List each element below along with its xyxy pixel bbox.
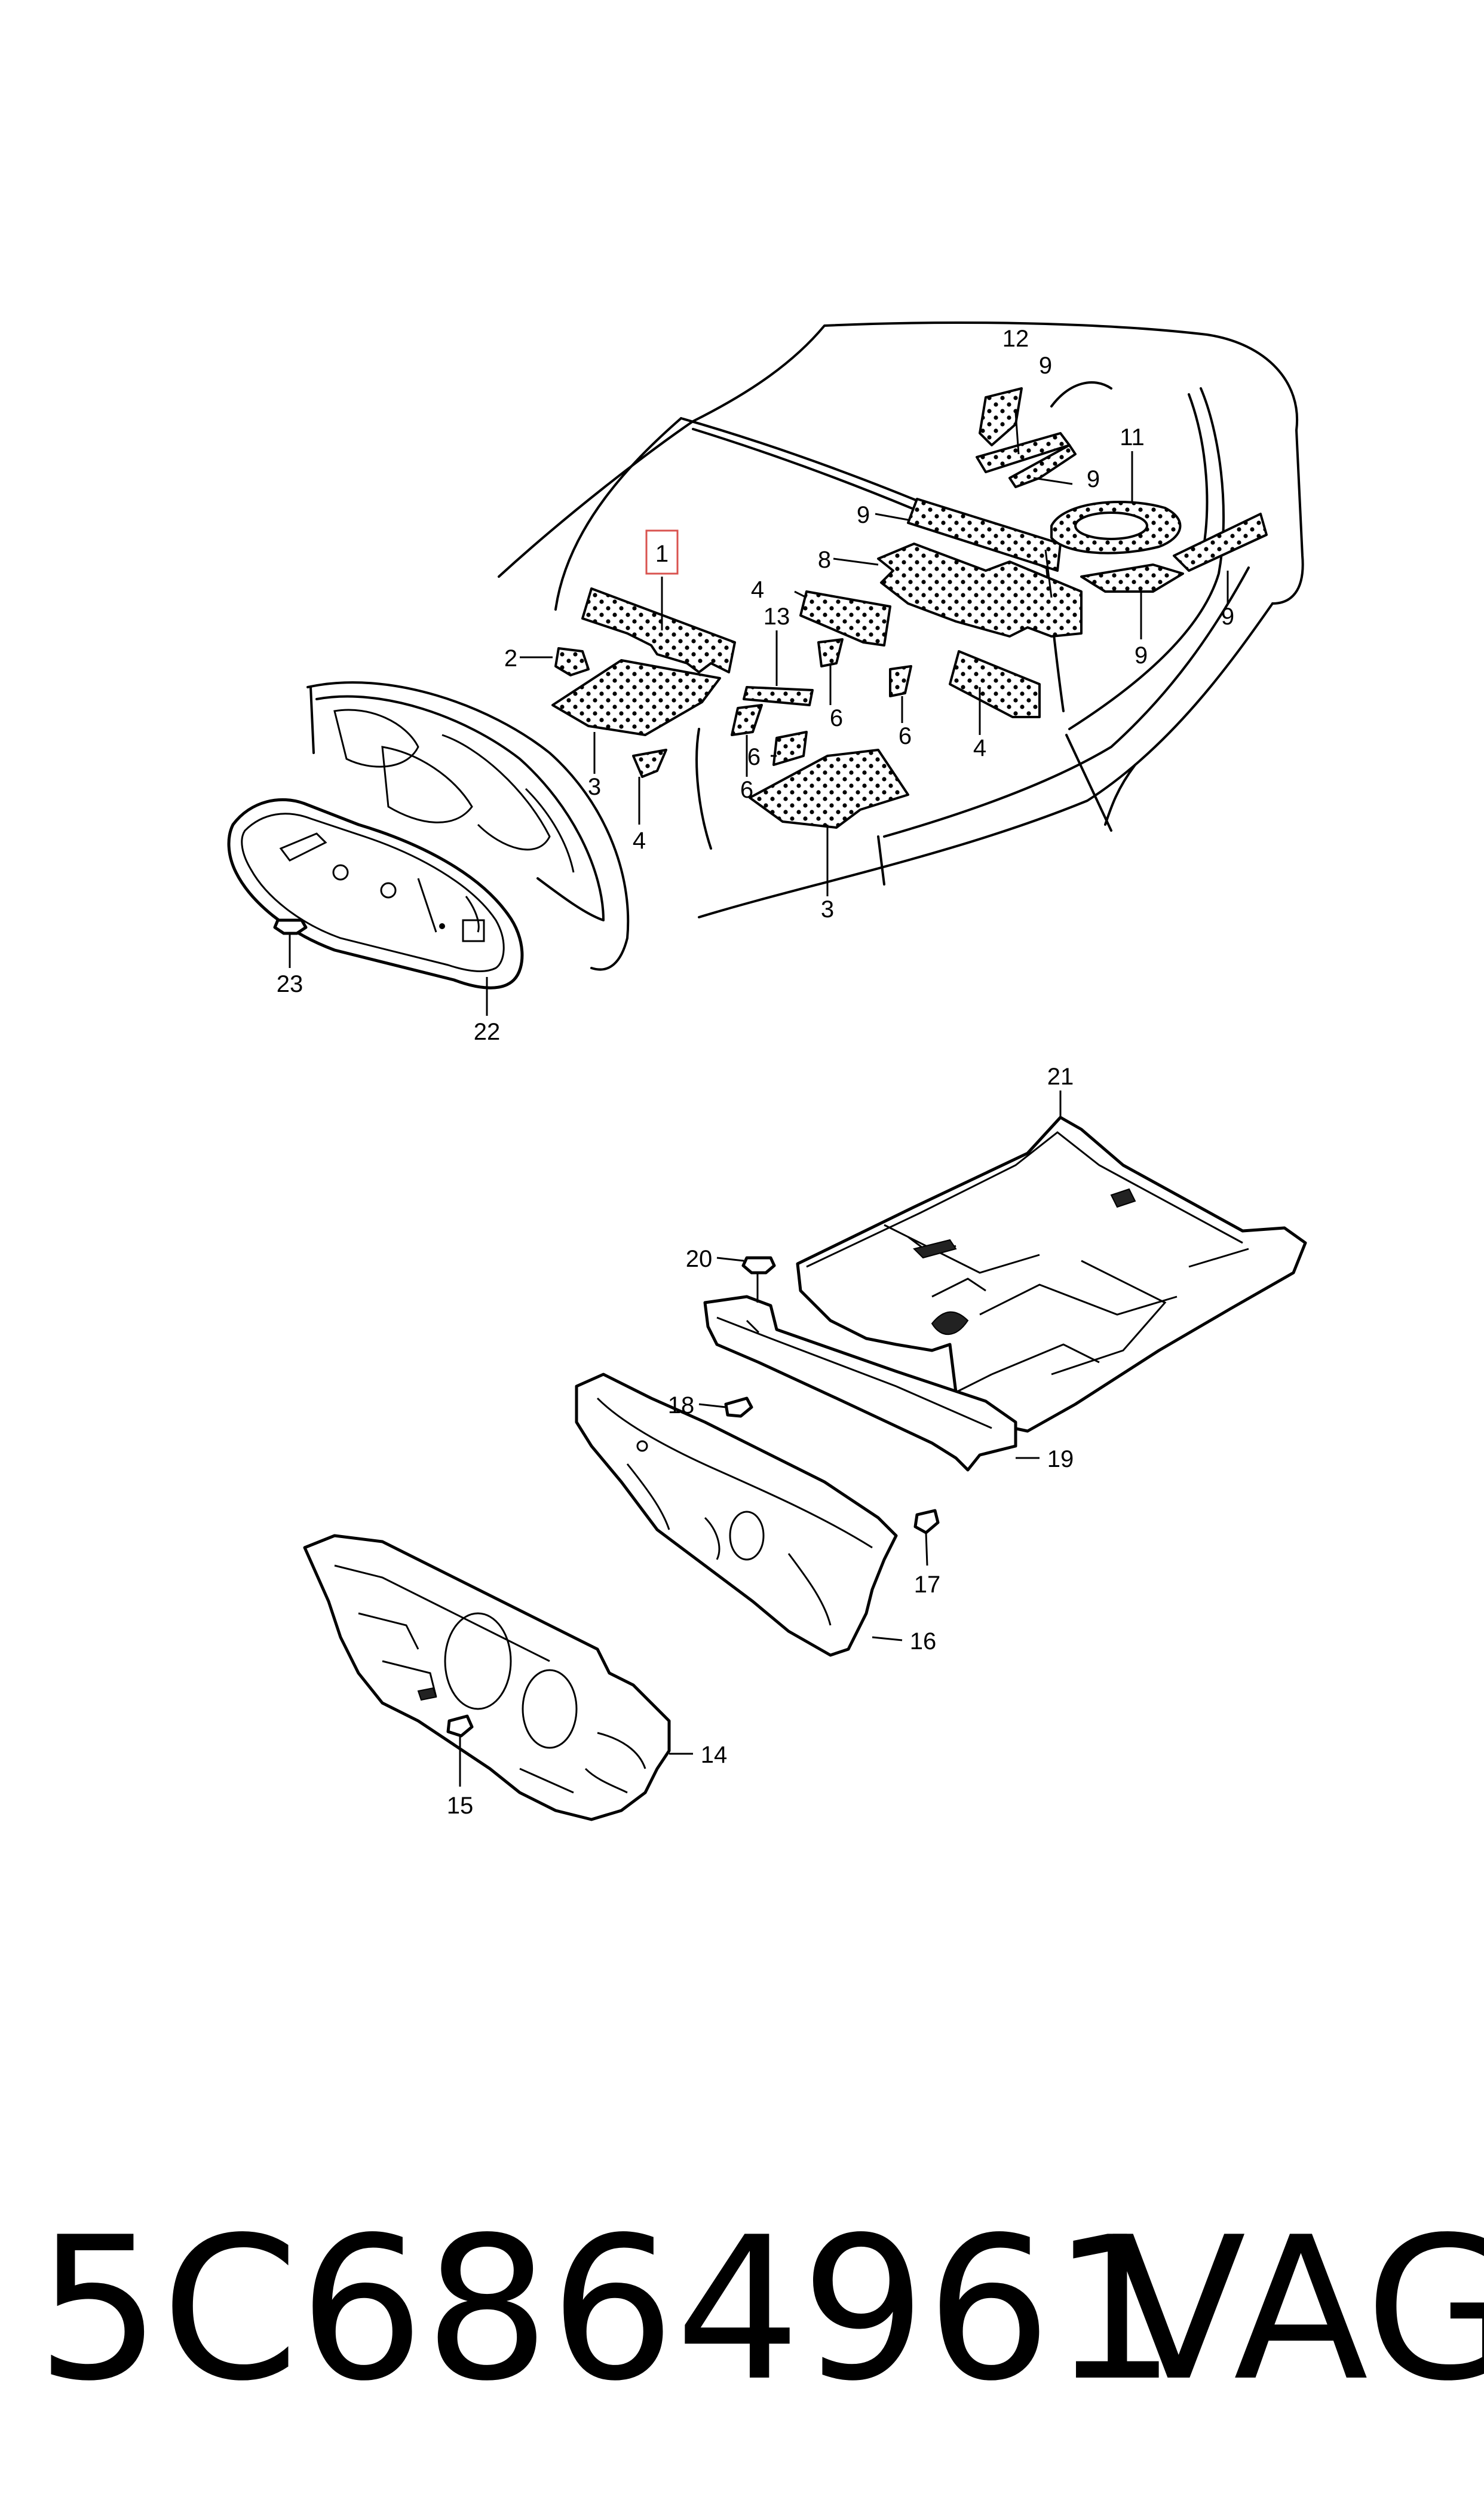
dash-insulator-16: [575, 1373, 898, 1657]
callout-21: 21: [1047, 1064, 1074, 1090]
carpet-21: [796, 1116, 1307, 1433]
clip-17: [913, 1509, 940, 1566]
callout-22: 22: [474, 1019, 501, 1045]
callout-11: 11: [1120, 424, 1145, 451]
callouts: 1 2 3 4 13 4 6 6 6 6 4 3 8 9 12 9 9 11 9…: [277, 326, 1234, 1819]
callout-6d: 6: [899, 723, 912, 749]
mat-13: [743, 686, 814, 706]
part-number: 5C6864961: [36, 2195, 1178, 2424]
callout-19: 19: [1047, 1446, 1074, 1472]
callout-23: 23: [277, 971, 303, 997]
insulation-mats: [551, 387, 1268, 829]
callout-17: 17: [914, 1572, 941, 1598]
callout-9e: 9: [1221, 604, 1234, 630]
callout-1: 1: [655, 541, 669, 567]
callout-4c: 4: [973, 735, 986, 761]
callout-6c: 6: [747, 744, 761, 770]
mat-8: [877, 543, 1083, 638]
clip-23: [273, 918, 308, 968]
callout-18: 18: [668, 1392, 695, 1419]
leader-lines: [486, 412, 1229, 1641]
callout-6b: 6: [740, 777, 753, 803]
mat-4-small: [632, 749, 667, 778]
callout-3b: 3: [821, 896, 834, 923]
engine-hood: [306, 681, 630, 971]
callout-14: 14: [701, 1742, 728, 1768]
hood-insulator-22: [227, 798, 524, 990]
mat-3-upper: [551, 659, 721, 736]
clip-15: [446, 1714, 474, 1787]
mat-9-right: [1173, 513, 1268, 572]
mat-4-mid: [799, 590, 891, 647]
mat-12: [979, 387, 1023, 446]
mat-4-right: [949, 650, 1041, 718]
callout-8: 8: [818, 547, 831, 573]
callout-9a: 9: [857, 502, 870, 528]
mat-9-band: [907, 498, 1062, 572]
callout-20: 20: [686, 1246, 713, 1272]
callout-9b: 9: [1039, 353, 1052, 379]
brand-label: VAG: [1111, 2195, 1484, 2424]
mat-2: [554, 647, 590, 676]
mat-6a: [817, 638, 844, 667]
mat-9-mid: [1008, 444, 1077, 488]
mat-6d: [889, 665, 912, 697]
parts-diagram: 1 2 3 4 13 4 6 6 6 6 4 3 8 9 12 9 9 11 9…: [227, 321, 1307, 1821]
callout-3a: 3: [588, 774, 601, 800]
mat-6b: [731, 704, 763, 736]
bulkhead-insulator-14: [303, 1534, 693, 1821]
callout-2: 2: [504, 645, 517, 672]
callout-15: 15: [447, 1793, 474, 1819]
member-19: [703, 1295, 1017, 1472]
callout-13: 13: [764, 604, 790, 630]
callout-9c: 9: [1087, 466, 1100, 492]
callout-4b: 4: [751, 577, 764, 603]
callout-9d: 9: [1135, 642, 1148, 669]
mat-1: [581, 587, 736, 673]
clip-18: [698, 1396, 753, 1418]
callout-12: 12: [1002, 326, 1029, 352]
mat-6c: [772, 731, 808, 766]
mat-3-lower: [749, 749, 909, 829]
callout-16: 16: [910, 1628, 937, 1655]
car-body-outline: [498, 321, 1304, 918]
callout-4a: 4: [633, 828, 646, 854]
clip-20: [716, 1256, 776, 1303]
callout-1-highlight: [645, 529, 679, 575]
callout-6a: 6: [830, 705, 843, 731]
mat-9-lower: [1080, 563, 1184, 593]
